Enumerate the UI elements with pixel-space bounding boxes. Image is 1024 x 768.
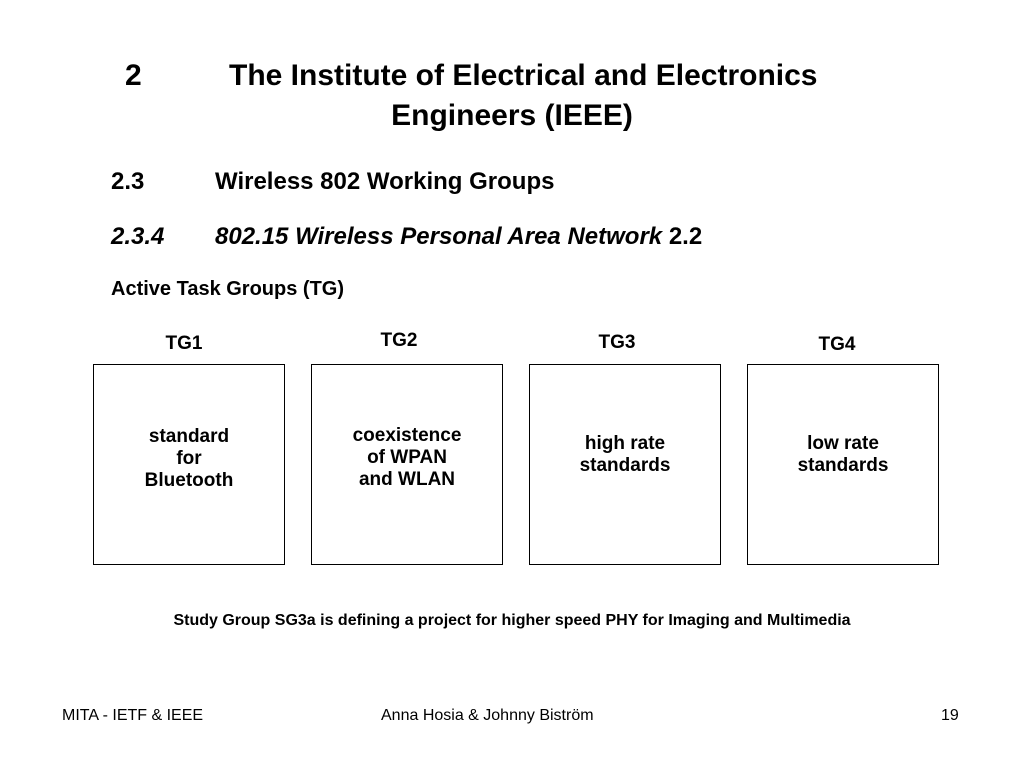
active-task-groups-heading: Active Task Groups (TG) — [111, 278, 345, 300]
section-number: 2.3 — [111, 168, 145, 195]
tg1-description: standard for Bluetooth — [94, 426, 284, 492]
subsection-number: 2.3.4 — [111, 223, 165, 250]
footer-left: MITA - IETF & IEEE — [62, 707, 204, 724]
tg3-box: high rate standards — [529, 364, 721, 565]
tg3-label: TG3 — [598, 332, 636, 353]
tg2-box: coexistence of WPAN and WLAN — [311, 364, 503, 565]
tg3-description: high rate standards — [530, 433, 720, 477]
footer-page-number: 19 — [941, 707, 959, 724]
tg1-desc-line: standard — [148, 426, 230, 447]
tg4-label: TG4 — [818, 334, 856, 355]
study-group-note: Study Group SG3a is defining a project f… — [173, 612, 851, 629]
subsection-suffix: 2.2 — [668, 223, 703, 250]
tg4-box: low rate standards — [747, 364, 939, 565]
tg4-desc-line: standards — [797, 455, 889, 476]
tg1-desc-line: for — [176, 448, 202, 469]
subsection-text: 802.15 Wireless Personal Area Network — [215, 223, 663, 250]
section-text: Wireless 802 Working Groups — [215, 168, 555, 195]
tg2-description: coexistence of WPAN and WLAN — [312, 425, 502, 491]
tg3-desc-line: standards — [579, 455, 671, 476]
footer-authors: Anna Hosia & Johnny Biström — [381, 707, 594, 724]
tg2-desc-line: of WPAN — [367, 447, 447, 468]
tg1-box: standard for Bluetooth — [93, 364, 285, 565]
tg4-desc-line: low rate — [807, 433, 879, 454]
title-line-1: The Institute of Electrical and Electron… — [229, 59, 818, 92]
tg2-desc-line: and WLAN — [358, 469, 456, 490]
tg2-desc-line: coexistence — [352, 425, 462, 446]
tg3-desc-line: high rate — [584, 433, 666, 454]
tg1-label: TG1 — [165, 333, 203, 354]
title-number: 2 — [125, 59, 142, 92]
tg1-desc-line: Bluetooth — [144, 470, 234, 491]
tg4-description: low rate standards — [748, 433, 938, 477]
tg2-label: TG2 — [380, 330, 418, 351]
title-line-2: Engineers (IEEE) — [391, 99, 633, 132]
